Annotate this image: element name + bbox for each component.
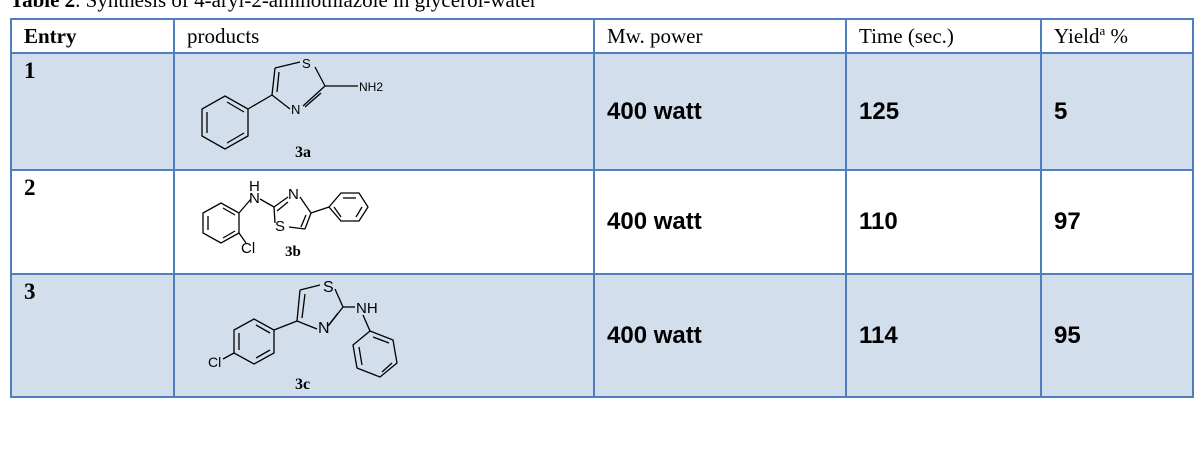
structure-cell: H N N S Cl 3b bbox=[173, 169, 595, 275]
atom-s: S bbox=[302, 56, 311, 71]
header-products: products bbox=[173, 18, 595, 54]
yield-cell: 5 bbox=[1040, 52, 1194, 171]
compound-label: 3c bbox=[295, 376, 310, 392]
atom-n: N bbox=[291, 102, 300, 117]
caption-label: Table 2 bbox=[10, 0, 76, 12]
time-cell: 110 bbox=[845, 169, 1042, 275]
header-power: Mw. power bbox=[593, 18, 847, 54]
atom-n: N bbox=[318, 320, 330, 337]
header-yield-label: Yield bbox=[1054, 24, 1100, 48]
table-row: 3 bbox=[10, 273, 1194, 398]
table-row: 2 bbox=[10, 169, 1194, 275]
atom-cl: Cl bbox=[241, 240, 255, 257]
structure-3b: H N N S Cl 3b bbox=[202, 178, 369, 260]
yield-cell: 97 bbox=[1040, 169, 1194, 275]
atom-nh2: NH2 bbox=[359, 80, 383, 94]
header-time: Time (sec.) bbox=[845, 18, 1042, 54]
compound-label: 3b bbox=[285, 244, 301, 260]
entry-cell: 3 bbox=[10, 273, 175, 398]
atom-n2: N bbox=[288, 186, 299, 203]
time-cell: 125 bbox=[845, 52, 1042, 171]
header-yield-footnote: a bbox=[1099, 23, 1106, 38]
entry-cell: 2 bbox=[10, 169, 175, 275]
header-entry: Entry bbox=[10, 18, 175, 54]
power-cell: 400 watt bbox=[593, 169, 847, 275]
yield-cell: 95 bbox=[1040, 273, 1194, 398]
atom-s: S bbox=[323, 279, 334, 296]
header-yield-unit: % bbox=[1105, 24, 1129, 48]
structure-cell: S N NH Cl 3c bbox=[173, 273, 595, 398]
structure-3c: S N NH Cl 3c bbox=[208, 279, 398, 392]
atom-s: S bbox=[275, 218, 285, 235]
structure-cell: S N NH2 3a bbox=[173, 52, 595, 171]
atom-h: H bbox=[249, 178, 260, 195]
atom-n1: N bbox=[249, 190, 260, 207]
time-cell: 114 bbox=[845, 273, 1042, 398]
atom-cl: Cl bbox=[208, 354, 221, 370]
table-row: 1 S N NH2 3a bbox=[10, 52, 1194, 171]
results-table: Entry products Mw. power Time (sec.) Yie… bbox=[10, 18, 1194, 398]
caption-text: . Synthesis of 4-aryl-2-aminothiazole in… bbox=[75, 0, 538, 12]
header-row: Entry products Mw. power Time (sec.) Yie… bbox=[10, 18, 1194, 54]
entry-cell: 1 bbox=[10, 52, 175, 171]
header-yield: Yielda % bbox=[1040, 18, 1194, 54]
atom-nh: NH bbox=[356, 300, 378, 317]
power-cell: 400 watt bbox=[593, 273, 847, 398]
compound-label: 3a bbox=[295, 144, 311, 161]
table-caption: Table 2. Synthesis of 4-aryl-2-aminothia… bbox=[10, 0, 537, 13]
structure-3a: S N NH2 3a bbox=[201, 56, 383, 161]
power-cell: 400 watt bbox=[593, 52, 847, 171]
